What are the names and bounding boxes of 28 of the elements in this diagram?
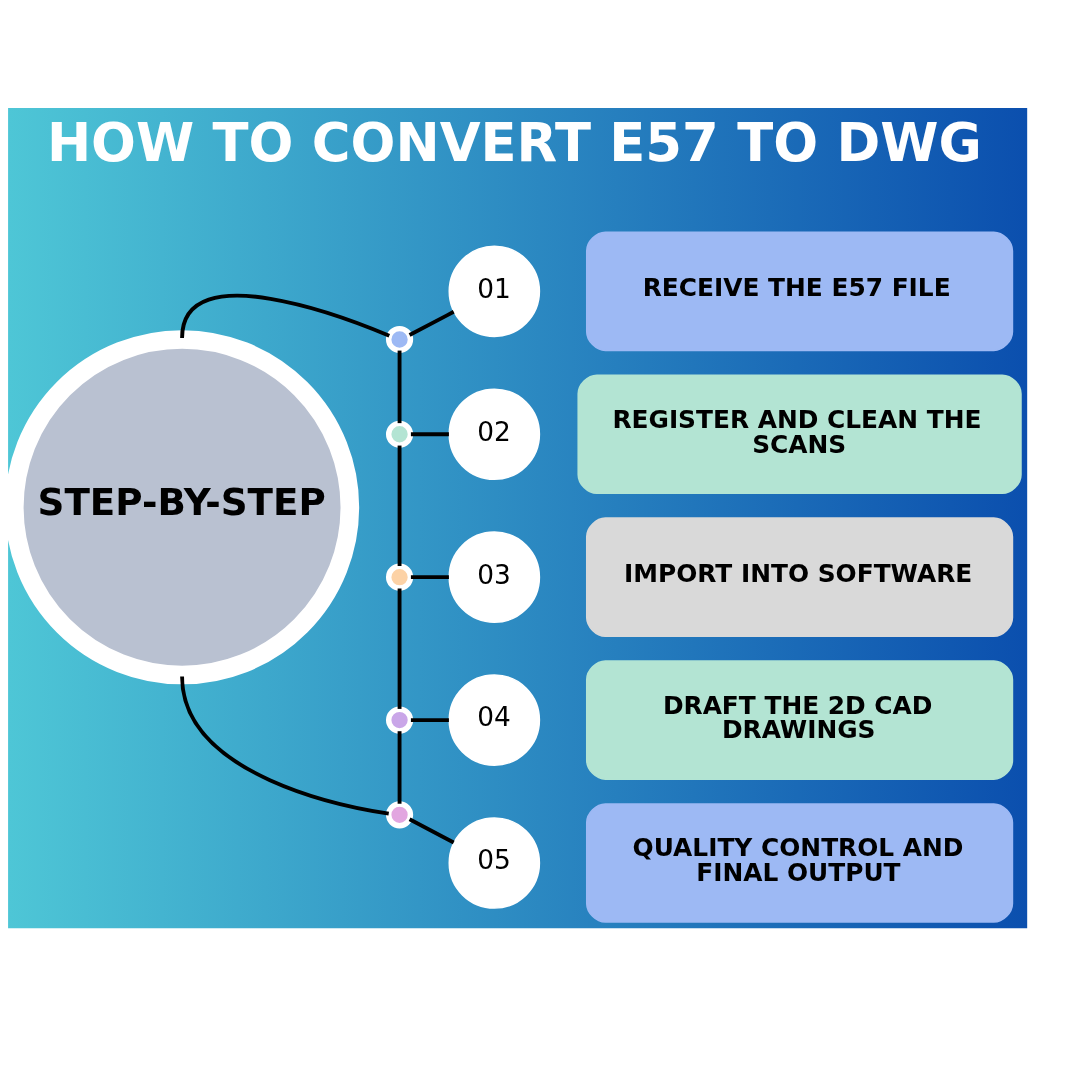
connector: [410, 574, 449, 579]
diagram-title: HOW TO CONVERT E57 TO DWG: [46, 111, 982, 173]
connector: [397, 588, 402, 709]
node-box: DRAFT THE 2D CAD DRAWINGS: [586, 659, 1014, 780]
node-box: QUALITY CONTROL AND FINAL OUTPUT: [586, 802, 1014, 923]
node-box: RECEIVE THE E57 FILE: [586, 231, 1014, 351]
node-circle: [385, 563, 414, 591]
node-circle: [385, 706, 414, 734]
connector: [408, 817, 455, 844]
connector: [397, 730, 402, 804]
connector: [397, 350, 402, 423]
connector: [410, 431, 449, 436]
connector: [410, 717, 449, 722]
connector: [408, 309, 455, 337]
node-box: REGISTER AND CLEAN THE SCANS: [577, 373, 1022, 494]
connector: [180, 675, 390, 815]
node-box: IMPORT INTO SOFTWARE: [586, 516, 1014, 637]
node-circle: STEP-BY-STEP: [8, 329, 360, 684]
node-circle: 05: [448, 816, 541, 909]
node-circle: [385, 800, 414, 828]
node-circle: [385, 325, 414, 353]
connector: [180, 293, 390, 338]
node-circle: [385, 420, 414, 448]
node-circle: 02: [448, 387, 541, 480]
node-circle: 03: [448, 530, 541, 623]
node-circle: 01: [448, 245, 541, 337]
node-circle: 04: [448, 673, 541, 766]
connector: [397, 445, 402, 566]
